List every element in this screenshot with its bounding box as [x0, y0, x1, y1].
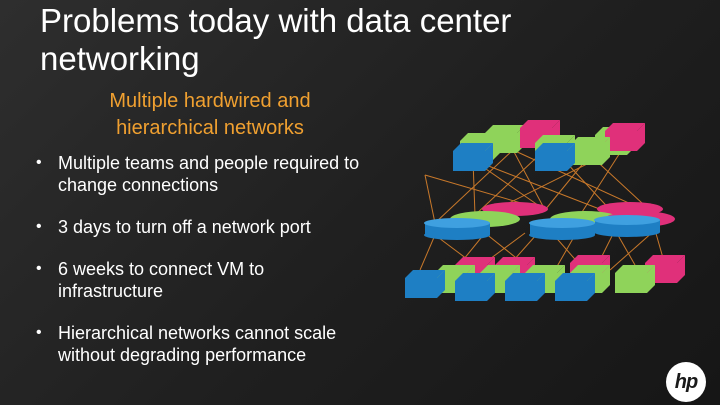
bullet-icon: • [36, 260, 42, 277]
title-line-2: networking [40, 40, 200, 77]
hp-logo: hp [666, 362, 706, 402]
bullet-text-line: 6 weeks to connect VM to [58, 259, 265, 279]
bullet-text-line: change connections [58, 175, 219, 195]
bullet-text-line: Hierarchical networks cannot scale [58, 323, 337, 343]
network-switch-icon [453, 143, 493, 171]
bullet-text-line: infrastructure [58, 281, 164, 301]
bullet-icon: • [36, 154, 42, 171]
network-switch-icon [615, 265, 655, 293]
core-switch-layer [453, 120, 645, 171]
network-switch-icon [605, 123, 645, 151]
slide-subtitle: Multiple hardwired and hierarchical netw… [60, 88, 360, 142]
bullet-icon: • [36, 218, 42, 235]
title-line-1: Problems today with data center [40, 2, 512, 39]
network-switch-icon [405, 270, 445, 298]
bullet-icon: • [36, 324, 42, 341]
network-switch-icon [455, 273, 495, 301]
slide-title: Problems today with data center networki… [40, 2, 640, 78]
bullet-text-line: Multiple teams and people required to [58, 153, 360, 173]
bullet-item: • Multiple teams and people required to … [28, 152, 408, 196]
bullet-item: • 6 weeks to connect VM to infrastructur… [28, 258, 408, 302]
subtitle-line-2: hierarchical networks [116, 117, 304, 139]
bullet-item: • 3 days to turn off a network port [28, 216, 408, 238]
bullet-text-line: without degrading performance [58, 345, 307, 365]
network-switch-icon [570, 137, 610, 165]
bullet-list: • Multiple teams and people required to … [28, 152, 408, 386]
network-switch-icon [535, 143, 575, 171]
network-switch-icon [505, 273, 545, 301]
access-switch-layer [405, 255, 685, 301]
network-diagram [405, 120, 685, 301]
bullet-item: • Hierarchical networks cannot scale wit… [28, 322, 408, 366]
logo-text: hp [674, 370, 698, 393]
bullet-text-line: 3 days to turn off a network port [58, 217, 311, 237]
aggregation-router-layer [424, 202, 675, 240]
subtitle-line-1: Multiple hardwired and [109, 90, 311, 112]
network-switch-icon [555, 273, 595, 301]
